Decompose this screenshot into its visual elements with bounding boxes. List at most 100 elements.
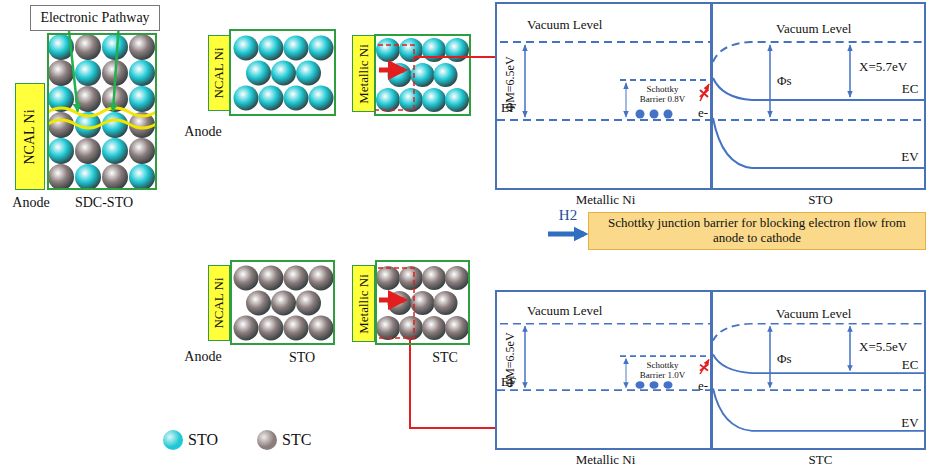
blocked-arrow [700,84,709,101]
sphere [422,88,446,112]
sphere [129,86,155,112]
sphere [296,61,321,86]
leader-line [410,338,495,428]
block-cross [700,90,708,97]
barrier-arrow [626,83,627,117]
sphere [445,88,469,112]
metal-layer: Metallic Ni [352,265,375,342]
label-text: EV [896,150,924,165]
sphere [399,266,423,290]
work-function-arrow [524,45,526,117]
gas-label: H2 [553,207,583,224]
label-text: Metallic Ni [356,44,371,104]
label-text: EV [896,416,924,431]
note-banner: Schottky junction barrier for blocking e… [588,212,926,250]
anode-layer: NCAL NiAnode [208,35,230,111]
sphere [246,291,271,316]
label-text: EF [501,375,525,390]
label-text: Vacuum Level [527,304,627,319]
leader-line [414,56,495,58]
electrode-frame [230,30,335,115]
sphere [259,36,284,61]
sphere [75,60,101,86]
metal-layer: Metallic Ni [352,35,375,112]
legend-text: STC [282,431,311,449]
sphere [102,138,128,164]
label-text: Metallic Ni [497,453,714,468]
sphere [271,291,296,316]
sphere [422,316,446,340]
band-panel: Vacuum LevelΦsX=5.5eVECEVSTC [711,290,926,450]
sphere [376,88,400,112]
sphere [284,316,309,341]
electron [636,110,645,119]
sphere [246,61,271,86]
sphere [399,38,423,62]
label-text: Vacuum Level [776,307,876,322]
label-text: Φs [777,352,799,367]
anode-layer: NCAL NiAnode [208,265,230,341]
sphere [48,164,74,190]
label-text: STC [425,350,465,366]
sphere [129,138,155,164]
sphere [422,38,446,62]
label-text: EC [896,358,924,373]
label-text: Metallic Ni [497,193,714,208]
electron [664,110,673,119]
label-text: Vacuum Level [527,18,627,33]
band-panel: Vacuum LevelΦsX=5.7eVECEVSTO [711,2,926,190]
particle-spheres [48,34,469,341]
sphere [445,316,469,340]
sphere [102,112,128,138]
label-text: Schottky Barrier 0.8V [635,85,690,105]
label-text: e- [696,379,710,394]
conduction-band [713,78,925,100]
sphere [102,164,128,190]
label-text: NCAL Ni [22,109,38,164]
sphere [259,86,284,111]
electrolyte-frame: STC [375,260,470,345]
sphere [129,164,155,190]
callout-box: Electronic Pathway [30,5,160,31]
sphere [48,60,74,86]
label-text: X=5.5eV [859,340,923,355]
anode-layer: NCAL NiAnode [15,83,45,190]
sphere [445,38,469,62]
sphere [284,86,309,111]
sphere [411,291,435,315]
sphere [234,86,259,111]
sphere [399,316,423,340]
sphere [75,34,101,60]
label-text: Schottky Barrier 1.0V [635,361,690,381]
electron-pathway [48,108,156,116]
legend-swatch [163,430,183,450]
interface-highlight [370,45,414,110]
sphere [309,266,334,291]
pathway-arrow [113,31,118,112]
sphere [271,61,296,86]
sphere [129,60,155,86]
sphere [234,36,259,61]
vacuum-level [500,41,711,43]
pathway-arrow [69,31,78,112]
label-text: Vacuum Level [776,22,876,37]
label-text: e- [696,106,710,121]
sphere [296,291,321,316]
sphere [434,63,458,87]
sphere [309,316,334,341]
electrolyte-frame: STO [230,260,335,345]
h2-arrow [548,232,584,237]
affinity-arrow [849,45,851,97]
sphere [376,266,400,290]
label-text: STO [277,350,327,366]
vacuum-level [713,42,925,62]
band-panel: Vacuum LevelΦM=6.5eVSchottky Barrier 1.0… [495,290,712,450]
sphere [259,266,284,291]
sphere [445,266,469,290]
sphere [284,266,309,291]
label-text: STO [713,193,927,208]
sphere [234,316,259,341]
sphere [129,34,155,60]
electrode-frame [375,35,470,115]
sphere [388,63,412,87]
